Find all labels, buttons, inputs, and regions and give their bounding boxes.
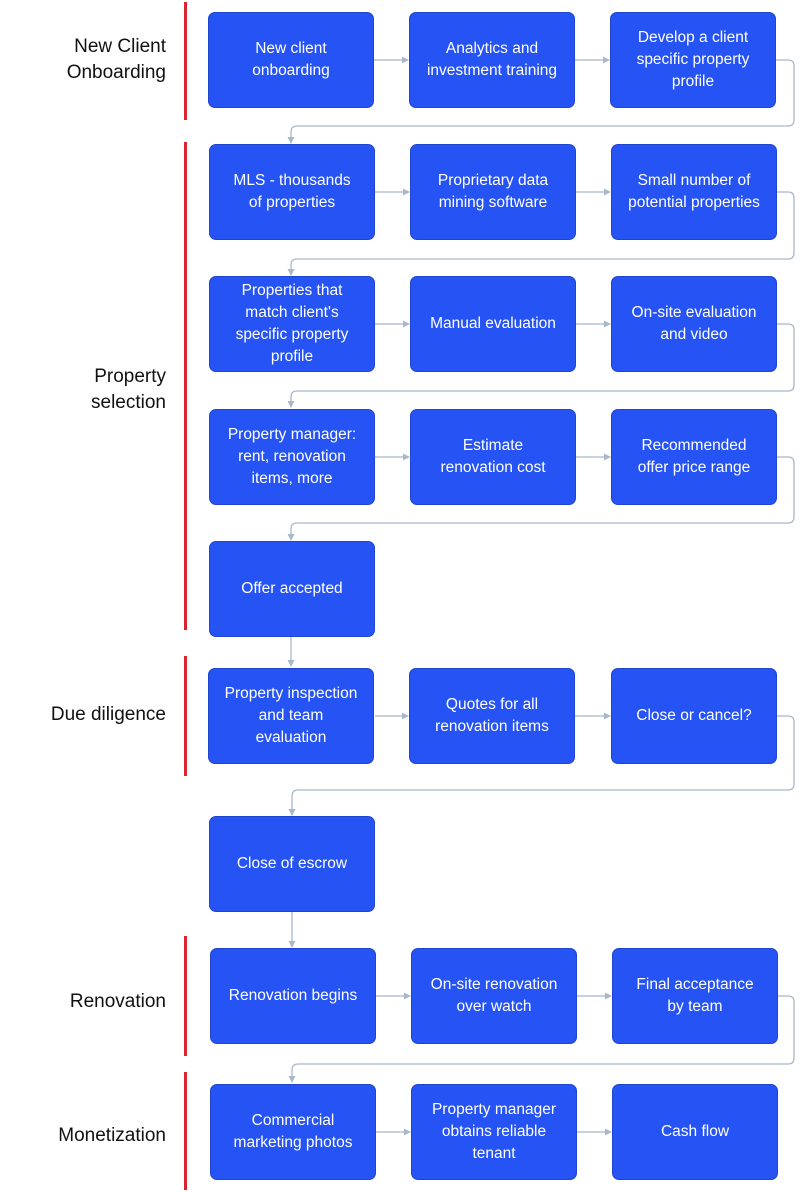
step-renovation-quotes-text: Quotes for all renovation items (435, 696, 549, 735)
step-close-or-cancel: Close or cancel? (611, 668, 777, 764)
arrow-row6-wrap (288, 715, 795, 816)
step-renovation-begins: Renovation begins (210, 948, 376, 1044)
step-onsite-evaluation-text: On-site evaluation and video (631, 304, 757, 343)
step-reliable-tenant-text: Property manager obtains reliable tenant (431, 1101, 557, 1162)
step-cash-flow-text: Cash flow (660, 1123, 730, 1140)
arrow-row1-wrap (287, 59, 795, 144)
stage-bar-monetization (184, 1072, 187, 1190)
stage-label-renovation: Renovation (69, 991, 166, 1012)
step-marketing-photos-text: Commercial marketing photos (233, 1112, 353, 1151)
step-renovation-cost: Estimate renovation cost (410, 409, 576, 505)
arrow-row2-wrap (287, 191, 795, 276)
step-property-manager-rent-text: Property manager: rent, renovation items… (227, 426, 357, 487)
step-renovation-watch: On-site renovation over watch (411, 948, 577, 1044)
step-renovation-cost-text: Estimate renovation cost (440, 437, 546, 476)
step-close-or-cancel-text: Close or cancel? (636, 707, 752, 724)
step-final-acceptance: Final acceptance by team (612, 948, 778, 1044)
step-offer-accepted: Offer accepted (209, 541, 375, 637)
stage-bar-new-client-onboarding (184, 2, 187, 120)
arrow-row8-wrap (288, 995, 795, 1083)
step-client-profile-text: Develop a client specific property profi… (636, 29, 750, 90)
step-renovation-begins-text: Renovation begins (228, 987, 358, 1004)
step-renovation-watch-text: On-site renovation over watch (430, 976, 558, 1015)
step-renovation-quotes: Quotes for all renovation items (409, 668, 575, 764)
step-close-of-escrow-text: Close of escrow (236, 855, 348, 872)
step-client-profile: Develop a client specific property profi… (610, 12, 776, 108)
step-matching-properties: Properties that match client's specific … (209, 276, 375, 372)
step-matching-properties-text: Properties that match client's specific … (235, 282, 349, 365)
step-final-acceptance-text: Final acceptance by team (636, 976, 754, 1015)
step-analytics-training: Analytics and investment training (409, 12, 575, 108)
stage-label-property-selection: Property selection (91, 366, 166, 413)
stage-label-monetization: Monetization (58, 1125, 166, 1146)
step-offer-price-range: Recommended offer price range (611, 409, 777, 505)
step-new-client-onboarding-text: New client onboarding (252, 40, 330, 79)
stage-label-new-client-onboarding: New Client Onboarding (66, 36, 166, 83)
step-new-client-onboarding: New client onboarding (208, 12, 374, 108)
step-cash-flow: Cash flow (612, 1084, 778, 1180)
step-potential-properties: Small number of potential properties (611, 144, 777, 240)
step-property-manager-rent: Property manager: rent, renovation items… (209, 409, 375, 505)
stage-bar-renovation (184, 936, 187, 1056)
step-data-mining: Proprietary data mining software (410, 144, 576, 240)
step-inspection: Property inspection and team evaluation (208, 668, 374, 764)
stage-bar-property-selection (184, 142, 187, 630)
step-onsite-evaluation: On-site evaluation and video (611, 276, 777, 372)
step-manual-evaluation-text: Manual evaluation (430, 315, 556, 332)
step-inspection-text: Property inspection and team evaluation (224, 685, 358, 746)
step-potential-properties-text: Small number of potential properties (628, 172, 760, 211)
stage-bar-due-diligence (184, 656, 187, 776)
step-marketing-photos: Commercial marketing photos (210, 1084, 376, 1180)
step-data-mining-text: Proprietary data mining software (437, 172, 549, 211)
step-close-of-escrow: Close of escrow (209, 816, 375, 912)
arrow-row3-wrap (287, 323, 795, 408)
step-mls: MLS - thousands of properties (209, 144, 375, 240)
stage-label-due-diligence: Due diligence (50, 704, 166, 725)
arrow-row4-wrap (287, 456, 795, 541)
step-offer-accepted-text: Offer accepted (241, 580, 343, 597)
step-analytics-training-text: Analytics and investment training (426, 40, 558, 79)
step-manual-evaluation: Manual evaluation (410, 276, 576, 372)
step-mls-text: MLS - thousands of properties (233, 172, 351, 211)
step-offer-price-range-text: Recommended offer price range (637, 437, 751, 476)
step-reliable-tenant: Property manager obtains reliable tenant (411, 1084, 577, 1180)
